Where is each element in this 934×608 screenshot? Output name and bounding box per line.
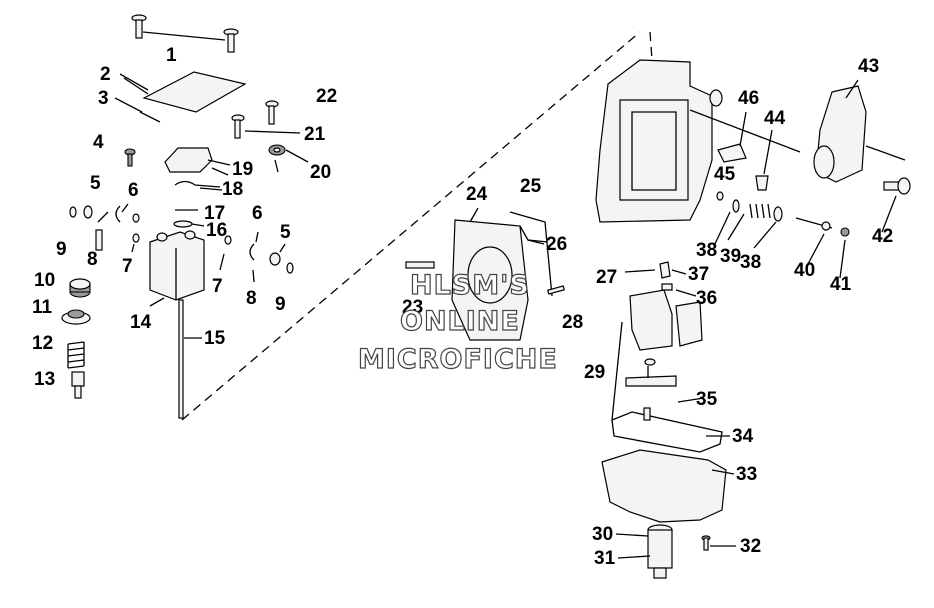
callout-45: 45 [714, 164, 736, 185]
part-fitting-46 [717, 143, 747, 163]
callout-1: 1 [166, 45, 177, 66]
callout-15: 15 [204, 328, 226, 349]
callout-labels: 1 2 3 4 5 5 6 6 7 7 8 8 9 9 10 11 12 13 … [32, 45, 893, 569]
callout-12: 12 [32, 333, 53, 354]
callout-7a: 7 [122, 256, 133, 277]
callout-39: 39 [720, 246, 741, 267]
callout-46: 46 [738, 88, 759, 109]
part-screw-32 [701, 535, 711, 551]
callout-42: 42 [872, 226, 893, 247]
part-washer-45 [716, 191, 724, 201]
callout-5a: 5 [90, 173, 101, 194]
part-cover-2 [139, 71, 247, 123]
part-spring-16-17 [173, 209, 205, 228]
callout-20: 20 [310, 162, 331, 183]
boundary-dash-left [181, 31, 641, 421]
part-drain-30-31 [647, 524, 673, 579]
callout-33: 33 [736, 464, 757, 485]
callout-30: 30 [592, 524, 613, 545]
part-small-right [219, 231, 294, 283]
callout-38a: 38 [696, 240, 717, 261]
callout-5b: 5 [280, 222, 291, 243]
part-spring-39 [732, 199, 783, 222]
part-screw-42 [883, 177, 911, 195]
part-pump-cover-43 [813, 85, 906, 183]
callout-32: 32 [740, 536, 761, 557]
callout-13: 13 [34, 369, 55, 390]
part-guide-11 [61, 309, 91, 325]
part-fitting-37 [624, 261, 673, 291]
callout-3: 3 [98, 88, 109, 109]
callout-34: 34 [732, 426, 754, 447]
watermark: HLSM'S ONLINE MICROFICHE [357, 269, 558, 375]
callout-18: 18 [222, 179, 243, 200]
callout-2: 2 [100, 64, 111, 85]
part-float-29 [611, 289, 703, 421]
part-top-cover-24 [451, 219, 545, 341]
part-pin-28 [547, 285, 565, 295]
callout-8a: 8 [87, 249, 98, 270]
callout-8b: 8 [246, 288, 257, 309]
callout-22: 22 [316, 86, 337, 107]
part-needle-15 [178, 299, 202, 419]
callout-19: 19 [232, 159, 253, 180]
callout-41: 41 [830, 274, 852, 295]
part-screw-1 [131, 14, 239, 53]
callout-11: 11 [32, 297, 53, 318]
leader-lines [123, 77, 897, 559]
callout-37: 37 [688, 264, 709, 285]
callout-31: 31 [594, 548, 616, 569]
callout-16: 16 [206, 220, 227, 241]
callout-44: 44 [764, 108, 786, 129]
callout-28: 28 [562, 312, 583, 333]
callout-40: 40 [794, 260, 815, 281]
part-holder-19 [164, 147, 231, 173]
part-screw-4 [124, 148, 136, 167]
callout-9b: 9 [275, 294, 286, 315]
callout-25: 25 [520, 176, 542, 197]
callout-9a: 9 [56, 239, 67, 260]
part-float-bowl-33 [601, 449, 727, 523]
callout-26: 26 [546, 234, 567, 255]
callout-23: 23 [402, 297, 423, 318]
callout-27: 27 [596, 267, 617, 288]
callout-4: 4 [93, 132, 104, 153]
callout-24: 24 [466, 184, 488, 205]
callout-6a: 6 [128, 180, 139, 201]
part-small-left [69, 203, 140, 253]
callout-35: 35 [696, 389, 718, 410]
part-gasket-34 [611, 411, 723, 453]
callout-17: 17 [204, 203, 225, 224]
watermark-line-3: MICROFICHE [358, 344, 558, 375]
part-carb-body [595, 59, 801, 223]
part-cap-10 [69, 278, 91, 298]
callout-36: 36 [696, 288, 717, 309]
part-slide-14 [149, 230, 205, 307]
watermark-line-1: HLSM'S [410, 270, 530, 301]
part-clip-18 [174, 180, 221, 188]
callout-21: 21 [304, 124, 326, 145]
part-plunger-13 [71, 371, 85, 399]
part-nut-20 [268, 144, 309, 173]
part-screw-23 [405, 261, 435, 269]
callout-6b: 6 [252, 203, 263, 224]
boundary-dash-right [649, 31, 653, 61]
part-jet-44 [755, 175, 769, 191]
part-jet-35 [643, 407, 651, 421]
callout-7b: 7 [212, 276, 223, 297]
part-pin-40 [795, 217, 833, 231]
callout-10: 10 [34, 270, 55, 291]
part-line-25 [509, 211, 553, 297]
part-screw-21 [231, 114, 301, 139]
watermark-line-2: ONLINE [400, 306, 520, 337]
callout-14: 14 [130, 312, 152, 333]
part-ball-41 [840, 227, 850, 237]
callout-43: 43 [858, 56, 879, 77]
callout-29: 29 [584, 362, 605, 383]
part-spring-12 [67, 341, 85, 369]
part-screw-22 [265, 100, 279, 125]
callout-38b: 38 [740, 252, 761, 273]
